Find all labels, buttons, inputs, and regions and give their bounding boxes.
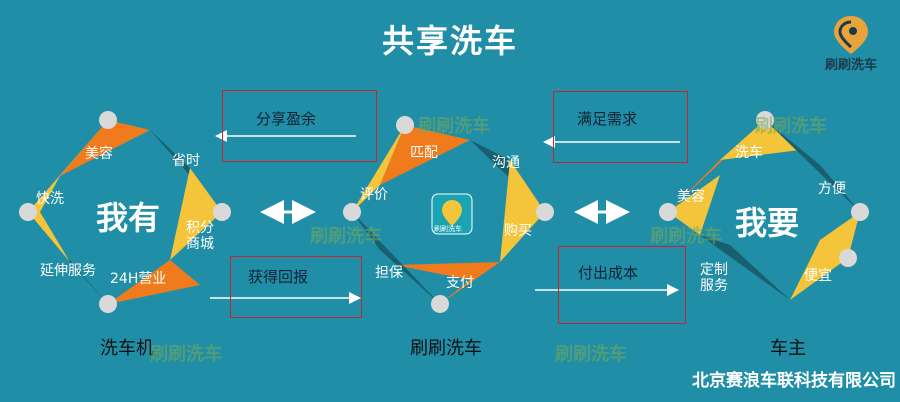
middle-item-3: 沟通 <box>492 155 520 171</box>
flow-label-gain-return: 获得回报 <box>248 268 309 286</box>
left-item-2: 美容 <box>85 146 113 162</box>
right-item-3: 美容 <box>677 189 705 205</box>
brand-logo: 刷刷洗车 <box>806 12 896 74</box>
flow-label-share-surplus: 分享盈余 <box>256 110 317 128</box>
watermark-3: 刷刷洗车 <box>310 226 382 247</box>
middle-app-icon-text: 刷刷洗车 <box>434 225 462 233</box>
page-title: 共享洗车 <box>381 22 518 60</box>
watermark-6: 刷刷洗车 <box>555 344 627 365</box>
flow-box-satisfy-demand <box>553 91 688 163</box>
middle-item-5: 支付 <box>446 275 474 291</box>
flow-box-pay-cost <box>558 246 686 324</box>
app-icon <box>431 193 473 235</box>
middle-cycle-shapes <box>343 116 554 313</box>
left-cycle-label: 洗车机 <box>100 338 154 359</box>
left-item-1: 快洗 <box>36 191 64 207</box>
watermark-5: 刷刷洗车 <box>150 344 222 365</box>
middle-cycle-label: 刷刷洗车 <box>410 338 482 359</box>
right-cycle-shapes <box>659 111 869 300</box>
middle-item-4: 购买 <box>504 223 532 239</box>
right-item-2: 方便 <box>818 181 846 197</box>
flow-box-gain-return <box>230 256 362 318</box>
right-cycle-center: 我要 <box>735 204 800 242</box>
left-item-3: 省时 <box>172 153 200 169</box>
right-item-4: 定制 服务 <box>700 262 728 294</box>
middle-item-2: 匹配 <box>410 145 438 161</box>
middle-item-1: 评价 <box>360 187 388 203</box>
flow-box-share-surplus <box>222 90 377 162</box>
left-item-4: 积分 商城 <box>186 220 214 252</box>
map-pin-icon <box>834 16 868 54</box>
left-cycle-center: 我有 <box>96 199 161 237</box>
left-cycle-shapes <box>19 111 231 313</box>
right-cycle-label: 车主 <box>770 338 806 359</box>
middle-item-6: 担保 <box>375 265 403 281</box>
flow-label-satisfy-demand: 满足需求 <box>577 110 638 128</box>
company-name: 北京赛浪车联科技有限公司 <box>692 371 896 391</box>
watermark-4: 刷刷洗车 <box>650 226 722 247</box>
flow-label-pay-cost: 付出成本 <box>578 264 639 282</box>
brand-logo-text: 刷刷洗车 <box>824 58 877 73</box>
right-item-1: 洗车 <box>735 145 763 161</box>
watermark-1: 刷刷洗车 <box>418 116 490 137</box>
right-item-5: 便宜 <box>804 268 832 284</box>
watermark-2: 刷刷洗车 <box>755 116 827 137</box>
left-item-5: 24H营业 <box>110 271 167 287</box>
left-item-6: 延伸服务 <box>40 263 96 279</box>
